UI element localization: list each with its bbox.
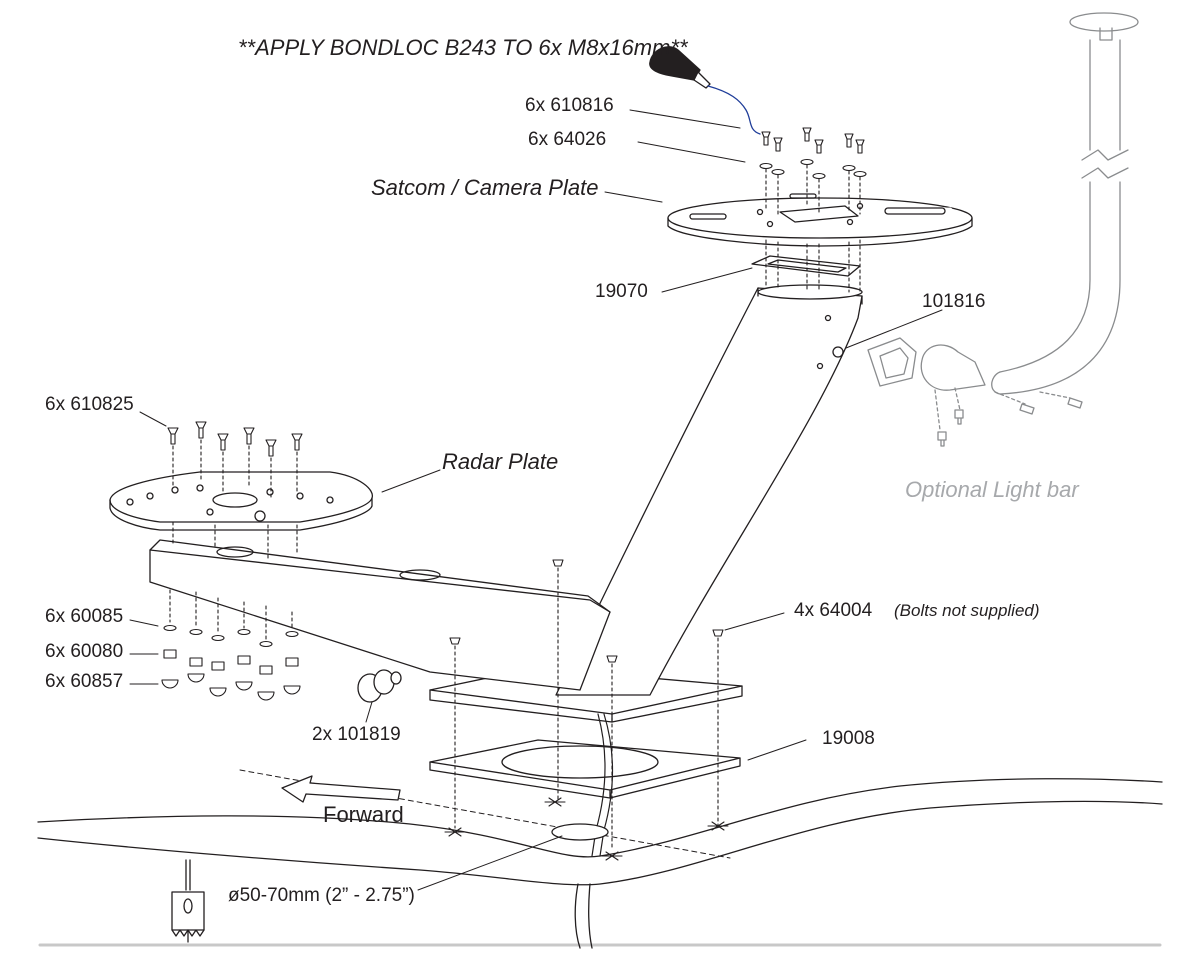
label-64026: 6x 64026 xyxy=(528,129,607,150)
deck-surface xyxy=(37,778,1163,949)
satcom-screws xyxy=(759,127,867,295)
label-60085: 6x 60085 xyxy=(45,606,124,627)
deck-cable-hole xyxy=(551,823,609,841)
radar-arm xyxy=(149,539,611,691)
leader-lines xyxy=(129,109,943,891)
label-forward: Forward xyxy=(323,802,404,827)
radar-plate xyxy=(109,471,373,531)
satcom-plate xyxy=(667,193,973,247)
label-101816: 101816 xyxy=(922,291,986,312)
label-101819: 2x 101819 xyxy=(312,724,401,745)
forward-arrow-icon xyxy=(281,775,401,803)
label-radar-plate: Radar Plate xyxy=(442,449,559,474)
bondloc-instruction: **APPLY BONDLOC B243 TO 6x M8x16mm** xyxy=(238,35,688,60)
label-bolts-not-supplied: (Bolts not supplied) xyxy=(894,601,1040,620)
main-mast xyxy=(555,284,863,696)
hole-saw-icon xyxy=(171,859,205,943)
grommet-101819 xyxy=(357,669,402,703)
label-19070: 19070 xyxy=(595,281,648,302)
label-60080: 6x 60080 xyxy=(45,641,124,662)
glue-bottle-icon xyxy=(649,46,761,135)
label-19008: 19008 xyxy=(822,728,875,749)
label-hole-size: ø50-70mm (2” - 2.75”) xyxy=(228,885,415,906)
label-optional-light-bar: Optional Light bar xyxy=(905,477,1079,502)
label-610825: 6x 610825 xyxy=(45,394,134,415)
label-64004: 4x 64004 xyxy=(794,600,873,621)
base-plate-19008 xyxy=(429,739,741,799)
gasket-19070 xyxy=(751,255,861,277)
light-bar-assembly xyxy=(867,12,1139,447)
label-610816: 6x 610816 xyxy=(525,95,614,116)
label-60857: 6x 60857 xyxy=(45,671,124,692)
radar-screws xyxy=(167,421,303,641)
radar-fixings xyxy=(161,624,301,701)
label-satcom-plate: Satcom / Camera Plate xyxy=(371,175,599,200)
base-washers-64004 xyxy=(444,559,729,861)
